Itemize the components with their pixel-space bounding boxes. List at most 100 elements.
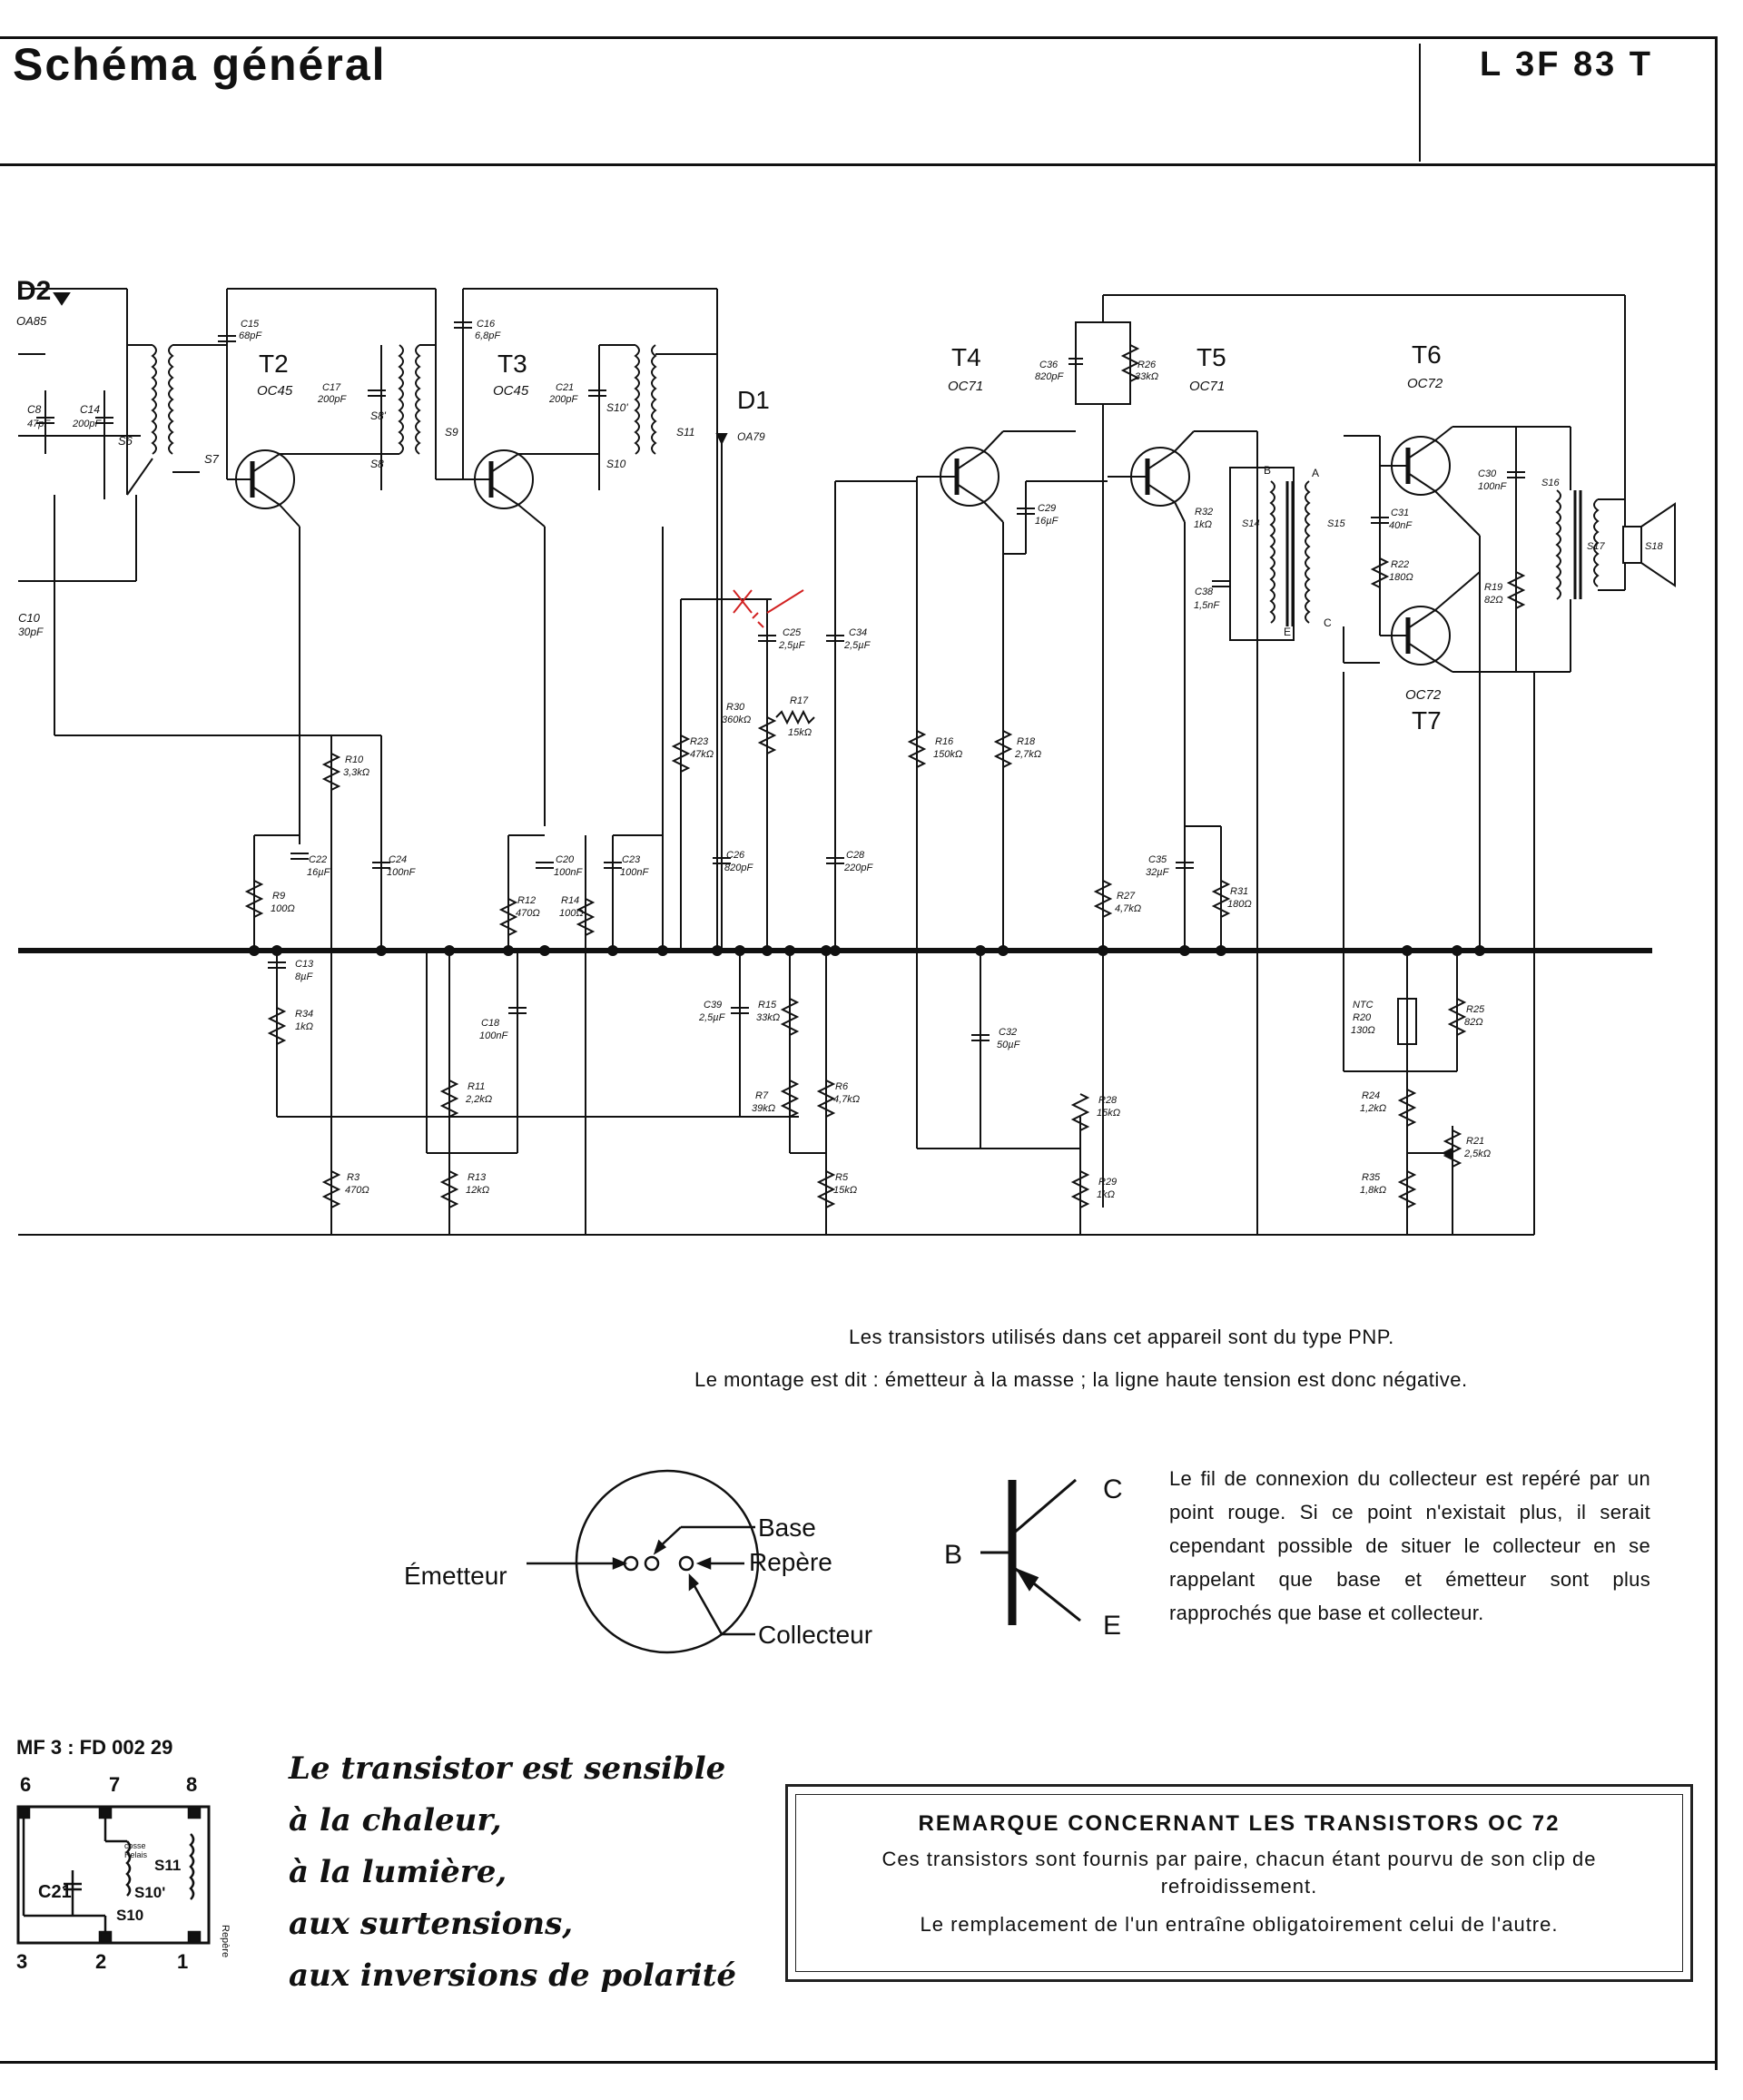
sensible-line-4: aux surtensions, [289,1906,574,1942]
svg-text:50µF: 50µF [997,1040,1021,1050]
svg-text:C38: C38 [1195,587,1214,597]
coil-s11-icon [189,1833,195,1900]
schematic-svg: D2 OA85 C8 47pF C14 200pF S6 S7 C10 30pF… [16,276,1676,1236]
oc72-remark-box: REMARQUE CONCERNANT LES TRANSISTORS OC 7… [785,1784,1693,1982]
t4-ref: T4 [951,343,981,371]
svg-text:100nF: 100nF [1478,481,1507,492]
svg-text:100nF: 100nF [554,867,583,878]
svg-text:C26: C26 [726,850,745,861]
svg-text:150kΩ: 150kΩ [933,749,962,760]
symbol-b: B [944,1540,962,1570]
remark-body-2: Le remplacement de l'un entraîne obligat… [920,1913,1559,1936]
svg-text:1,2kΩ: 1,2kΩ [1360,1103,1386,1114]
svg-text:C15: C15 [241,319,260,330]
frame-top-line [0,36,1718,39]
svg-text:C36: C36 [1039,360,1059,370]
svg-text:Relais: Relais [124,1850,148,1859]
d2-type: OA85 [16,314,47,328]
svg-text:S10': S10' [134,1884,165,1901]
svg-text:R11: R11 [468,1081,485,1092]
svg-text:C10: C10 [18,611,41,625]
svg-text:33kΩ: 33kΩ [756,1012,780,1023]
svg-text:S17: S17 [1587,541,1605,552]
sensible-line-2: à la chaleur, [289,1802,502,1839]
svg-text:200pF: 200pF [317,394,347,405]
svg-text:S10: S10 [606,458,626,470]
coil-s6 [151,344,157,455]
svg-text:S11: S11 [676,426,694,439]
svg-text:C24: C24 [389,854,407,865]
repere-label: Repère [749,1548,832,1576]
collector-note: Le fil de connexion du collecteur est re… [1169,1467,1650,1624]
svg-text:C17: C17 [322,382,341,393]
t6-ref: T6 [1412,340,1442,369]
emetteur-label: Émetteur [404,1562,507,1590]
svg-text:B: B [1264,464,1271,477]
diode-d1-icon [715,433,728,446]
sensible-line-1: Le transistor est sensible [289,1750,726,1787]
svg-text:S14: S14 [1242,518,1260,529]
svg-text:C34: C34 [849,627,867,638]
remark-body: Ces transistors sont fournis par paire, … [881,1848,1597,1898]
coil-s10-icon [125,1840,132,1897]
svg-text:100nF: 100nF [479,1030,508,1041]
svg-text:C35: C35 [1148,854,1167,865]
svg-text:2: 2 [95,1950,106,1973]
svg-text:15kΩ: 15kΩ [833,1185,857,1196]
svg-text:S7: S7 [204,452,220,466]
svg-text:R23: R23 [690,736,709,747]
svg-text:100nF: 100nF [387,867,416,878]
base-pin-icon [644,1555,660,1572]
mf3-connection-diagram: MF 3 : FD 002 29 6 7 8 3 2 1 C21 S10' S1… [0,1734,263,1988]
svg-text:R10: R10 [345,754,364,765]
mf3-can-outline [16,1805,211,1945]
svg-text:2,5µF: 2,5µF [843,640,872,651]
svg-text:C28: C28 [846,850,865,861]
svg-text:1,8kΩ: 1,8kΩ [1360,1185,1386,1196]
speaker-icon [1640,502,1676,587]
svg-text:130Ω: 130Ω [1351,1025,1375,1036]
svg-text:15kΩ: 15kΩ [1097,1108,1120,1119]
svg-text:220pF: 220pF [843,863,873,873]
svg-text:82Ω: 82Ω [1484,595,1503,606]
t3-type: OC45 [493,383,529,399]
svg-text:2,5kΩ: 2,5kΩ [1463,1149,1491,1159]
svg-text:100nF: 100nF [620,867,649,878]
svg-text:R35: R35 [1362,1172,1381,1183]
svg-text:R25: R25 [1466,1004,1485,1015]
emitter-arrow-icon [1015,1567,1039,1592]
svg-text:100Ω: 100Ω [271,903,295,914]
mf3-title: MF 3 : FD 002 29 [16,1736,172,1759]
svg-text:S10: S10 [116,1907,143,1924]
svg-text:Repère: Repère [220,1925,231,1957]
svg-text:R15: R15 [758,1000,777,1011]
page-title: Schéma général [13,39,387,90]
t7-ref: T7 [1412,706,1442,735]
mounting-note: Le montage est dit : émetteur à la masse… [694,1368,1468,1391]
svg-text:2,7kΩ: 2,7kΩ [1014,749,1041,760]
svg-text:R6: R6 [835,1081,849,1092]
header-bottom-line [0,163,1718,166]
sensitivity-warning: Le transistor est sensible à la chaleur,… [289,1743,736,2002]
svg-text:1,5nF: 1,5nF [1194,600,1220,611]
svg-text:R9: R9 [272,891,285,902]
svg-text:6,8pF: 6,8pF [475,330,501,341]
svg-text:S8: S8 [370,458,384,470]
s14-group [1229,467,1295,641]
svg-text:R13: R13 [468,1172,487,1183]
svg-text:R34: R34 [295,1009,313,1020]
svg-text:C30: C30 [1478,468,1497,479]
svg-text:40nF: 40nF [1389,520,1413,531]
svg-text:R12: R12 [517,895,536,906]
d2-ref: D2 [16,276,51,306]
svg-text:82Ω: 82Ω [1464,1017,1483,1028]
junction-dots [249,945,1485,956]
svg-text:R31: R31 [1230,886,1248,897]
svg-text:C: C [1324,616,1332,629]
diode-d2-icon [53,292,71,306]
svg-text:C18: C18 [481,1018,500,1029]
svg-text:4,7kΩ: 4,7kΩ [1115,903,1141,914]
sensible-line-3: à la lumière, [289,1854,507,1890]
svg-text:180Ω: 180Ω [1227,899,1252,910]
svg-text:470Ω: 470Ω [345,1185,369,1196]
